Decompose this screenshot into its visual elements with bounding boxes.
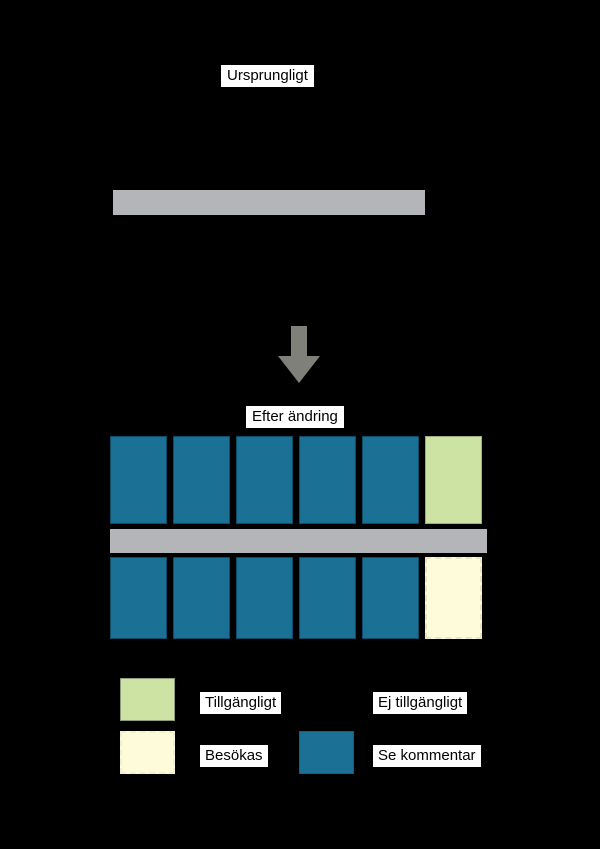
legend-label: Tillgängligt — [200, 692, 282, 714]
legend-swatch-cream — [120, 731, 175, 774]
slot-cell[interactable] — [299, 436, 356, 524]
slot-cell[interactable] — [425, 557, 482, 639]
slot-cell[interactable] — [362, 557, 419, 639]
slot-cell[interactable] — [299, 557, 356, 639]
after-timeline-bar — [110, 529, 487, 553]
slot-cell[interactable] — [110, 436, 167, 524]
before-section-title: Ursprungligt — [218, 65, 317, 87]
legend-row: Besökas Se kommentar — [110, 725, 510, 778]
slot-cell[interactable] — [236, 557, 293, 639]
legend-swatch-blue — [299, 731, 354, 774]
legend: Tillgängligt Ej tillgängligt Besökas Se … — [110, 672, 510, 778]
legend-label: Se kommentar — [373, 745, 481, 767]
legend-label: Ej tillgängligt — [373, 692, 468, 714]
legend-swatch-black — [299, 678, 354, 721]
slot-cell[interactable] — [173, 436, 230, 524]
after-row-bottom — [110, 557, 482, 639]
after-section-title: Efter ändring — [243, 406, 347, 428]
slot-cell[interactable] — [173, 557, 230, 639]
slot-cell[interactable] — [362, 436, 419, 524]
before-timeline-bar — [113, 190, 425, 215]
slot-cell[interactable] — [425, 436, 482, 524]
after-row-top — [110, 436, 482, 524]
legend-row: Tillgängligt Ej tillgängligt — [110, 672, 510, 725]
legend-label: Besökas — [200, 745, 268, 767]
slot-cell[interactable] — [110, 557, 167, 639]
slot-cell[interactable] — [236, 436, 293, 524]
down-arrow-icon — [278, 326, 320, 383]
legend-swatch-green — [120, 678, 175, 721]
